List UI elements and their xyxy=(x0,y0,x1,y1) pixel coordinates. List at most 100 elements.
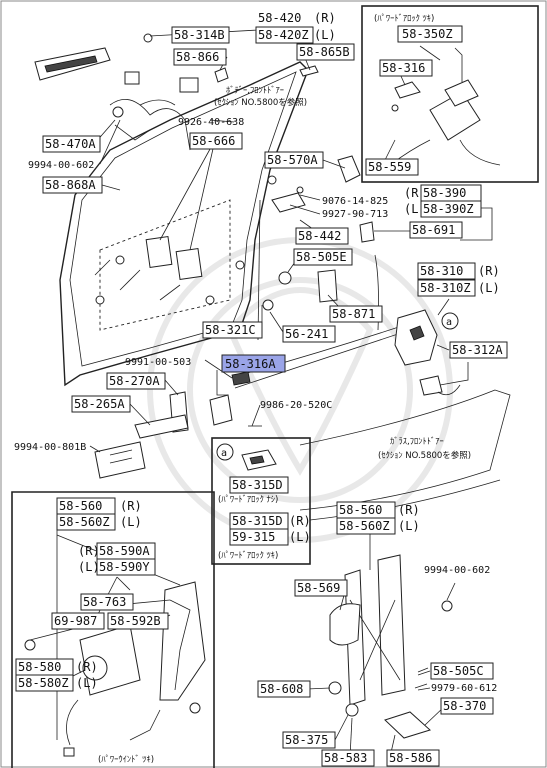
no-power-lock-note: (ﾊﾟﾜｰﾄﾞｱﾛｯｸ ﾅｼ) xyxy=(218,495,278,505)
part-58-505e-box xyxy=(293,248,353,266)
part-58-866-box xyxy=(173,48,227,66)
part-58-370-box xyxy=(440,697,494,715)
part-58-865b-box xyxy=(296,43,355,61)
part-58-390z-box xyxy=(420,200,482,218)
part-9991-00-503: 9991-00-503 xyxy=(125,357,191,368)
body-front-door-note-2: (ｾｸｼｮﾝ NO.5800を参照) xyxy=(214,97,307,108)
part-58-560-right: 58-560 xyxy=(339,503,382,517)
part-58-560-right-r: (R) xyxy=(398,503,420,517)
part-58-871: 58-871 xyxy=(332,307,375,321)
part-58-560z-right-box xyxy=(336,517,396,535)
latch-parts xyxy=(234,155,421,389)
part-58-569: 58-569 xyxy=(297,581,340,595)
part-58-316a: 58-316A xyxy=(225,357,276,371)
part-58-560z-right: 58-560Z xyxy=(339,519,390,533)
part-58-310: 58-310 xyxy=(420,264,463,278)
part-59-315: 59-315 xyxy=(232,530,275,544)
part-58-592b: 58-592B xyxy=(110,614,161,628)
part-58-316a-box[interactable] xyxy=(221,354,286,373)
power-lock-inset: (ﾊﾟﾜｰﾄﾞｱﾛｯｸ ﾂｷ) xyxy=(361,5,539,183)
part-58-592b-box xyxy=(107,612,169,630)
part-58-590y-l: (L) xyxy=(78,560,100,574)
part-58-871-box xyxy=(329,305,383,323)
part-58-559-box xyxy=(365,158,419,176)
part-58-608-box xyxy=(257,680,311,698)
part-58-505c: 58-505C xyxy=(433,664,484,678)
part-58-314b-box xyxy=(171,26,230,44)
part-58-590a-r: (R) xyxy=(78,544,100,558)
part-58-560z-left: 58-560Z xyxy=(59,515,110,529)
part-58-691: 58-691 xyxy=(412,223,455,237)
part-58-310-r: (R) xyxy=(478,264,500,278)
part-58-569-box xyxy=(294,579,348,597)
part-58-560-left-r: (R) xyxy=(120,499,142,513)
part-58-442: 58-442 xyxy=(298,229,341,243)
part-58-310z-l: (L) xyxy=(478,281,500,295)
part-58-560z-left-l: (L) xyxy=(120,515,142,529)
part-58-370: 58-370 xyxy=(443,699,486,713)
part-58-868a-box xyxy=(42,176,103,194)
part-58-583-box xyxy=(321,749,375,767)
part-58-866: 58-866 xyxy=(176,50,219,64)
part-58-666: 58-666 xyxy=(192,134,235,148)
glass-front-door-note-2: (ｾｸｼｮﾝ NO.5800を参照) xyxy=(378,450,471,461)
part-58-559: 58-559 xyxy=(368,160,411,174)
part-9994-00-602-top: 9994-00-602 xyxy=(28,160,94,171)
part-58-316-box xyxy=(379,59,433,77)
part-59-315-l: (L) xyxy=(289,530,311,544)
lock-knob-inset: a (ﾊﾟﾜｰﾄﾞｱﾛｯｸ ﾅｼ) (ﾊﾟﾜｰﾄﾞｱﾛｯｸ ﾂｷ) xyxy=(211,437,311,565)
part-58-270a-box xyxy=(106,372,166,390)
part-59-315-box xyxy=(229,528,289,546)
circle-a2-label: a xyxy=(221,448,227,459)
part-58-590y-box xyxy=(96,558,156,576)
part-58-315d: 58-315D xyxy=(232,478,283,492)
door-latch-part: a xyxy=(394,309,461,396)
part-58-312a: 58-312A xyxy=(452,343,503,357)
part-58-580z-l: (L) xyxy=(76,676,98,690)
part-58-375: 58-375 xyxy=(285,733,328,747)
part-58-442-box xyxy=(295,227,349,245)
part-58-580-r: (R) xyxy=(76,660,98,674)
door-glass xyxy=(299,389,511,521)
part-9986-20-520c: 9986-20-520C xyxy=(260,400,332,411)
part-58-350z: 58-350Z xyxy=(402,27,453,41)
part-58-390z: 58-390Z xyxy=(423,202,474,216)
part-69-987-box xyxy=(51,612,105,630)
part-58-470a-box xyxy=(42,135,101,153)
part-58-315d-r: 58-315D xyxy=(232,514,283,528)
with-power-lock-note: (ﾊﾟﾜｰﾄﾞｱﾛｯｸ ﾂｷ) xyxy=(218,551,278,561)
part-58-314b: 58-314B xyxy=(174,28,225,42)
part-58-583: 58-583 xyxy=(324,751,367,765)
part-58-265a: 58-265A xyxy=(74,397,125,411)
part-56-241: 56-241 xyxy=(285,327,328,341)
part-58-691-box xyxy=(409,221,463,239)
part-58-420z-l: (L) xyxy=(314,28,336,42)
part-69-987: 69-987 xyxy=(54,614,97,628)
part-9979-60-612: 9979-60-612 xyxy=(431,683,497,694)
part-58-390z-l: (L) xyxy=(404,202,426,216)
outer-handle-part xyxy=(34,33,319,118)
part-58-265a-box xyxy=(71,395,131,413)
part-58-505e: 58-505E xyxy=(296,250,347,264)
part-58-586: 58-586 xyxy=(389,751,432,765)
part-58-310z: 58-310Z xyxy=(420,281,471,295)
part-58-310z-box xyxy=(417,279,476,297)
part-58-321c-box xyxy=(202,321,263,339)
part-58-316: 58-316 xyxy=(382,61,425,75)
body-front-door-note-1: ﾎﾞﾃﾞｰ,ﾌﾛﾝﾄﾄﾞｱｰ xyxy=(226,86,284,96)
part-58-865b: 58-865B xyxy=(299,45,350,59)
part-58-763-box xyxy=(80,593,134,611)
part-56-241-box xyxy=(282,325,336,343)
part-58-586-box xyxy=(386,749,440,767)
part-58-560-left: 58-560 xyxy=(59,499,102,513)
part-9926-40-638: 9926-40-638 xyxy=(178,117,244,128)
part-58-763: 58-763 xyxy=(83,595,126,609)
door-shell xyxy=(59,61,309,387)
part-58-470a: 58-470A xyxy=(45,137,96,151)
part-58-570a-box xyxy=(264,151,324,169)
power-window-inset: (ﾊﾟﾜｰｳｲﾝﾄﾞ ﾂｷ) xyxy=(11,491,215,768)
part-58-666-box xyxy=(189,132,243,150)
part-9076-14-825: 9076-14-825 xyxy=(322,196,388,207)
part-58-505c-box xyxy=(430,662,494,680)
